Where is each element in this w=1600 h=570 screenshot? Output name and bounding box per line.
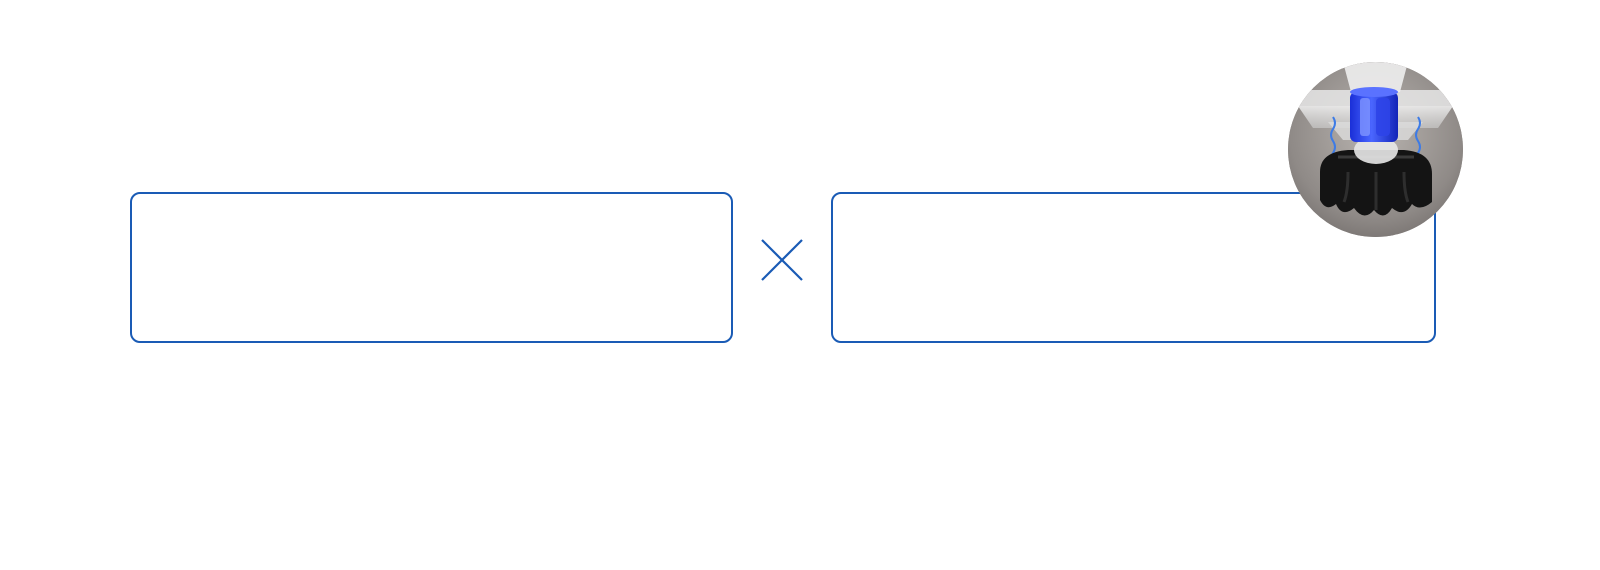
left-box [130,192,733,343]
product-xray-icon [1288,62,1463,237]
multiply-icon [760,238,804,282]
